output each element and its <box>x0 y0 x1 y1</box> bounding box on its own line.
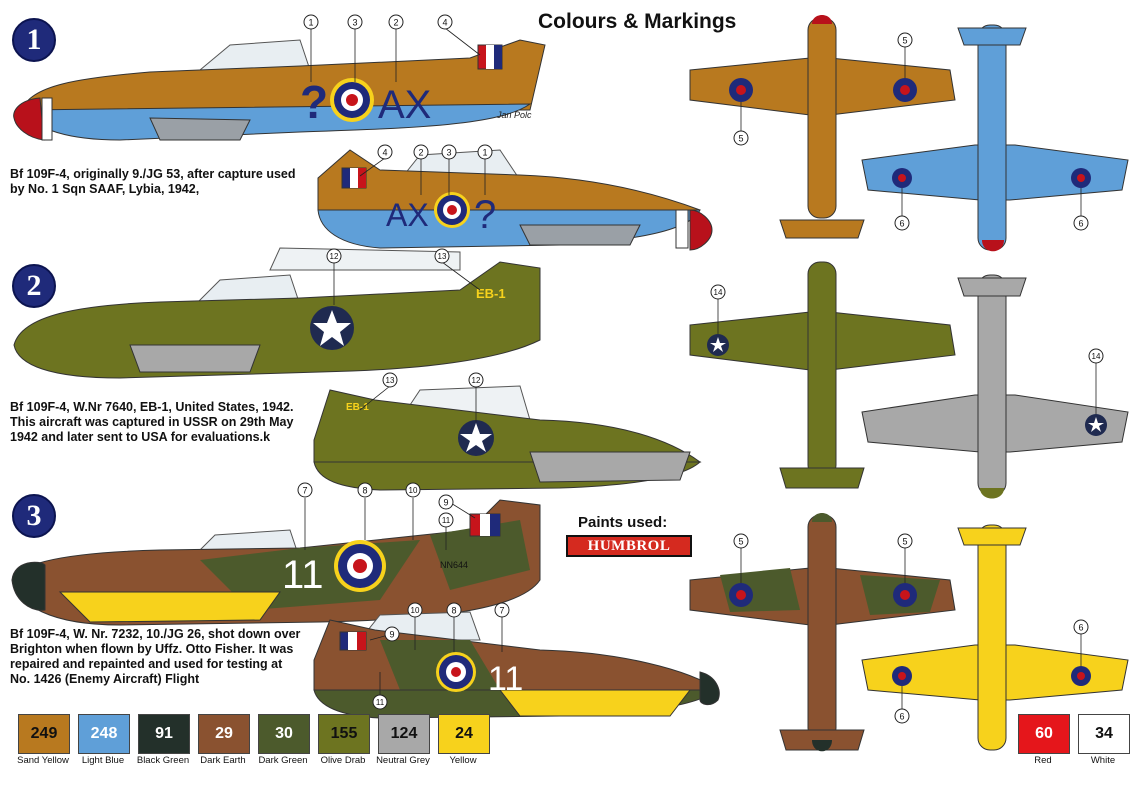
paint-swatch-name: Dark Earth <box>200 755 246 766</box>
scheme-2-desc-line: Bf 109F-4, W.Nr 7640, EB-1, United State… <box>10 400 294 414</box>
artist-signature: Jan Polc <box>496 110 532 120</box>
callout-8: 8 <box>362 486 367 496</box>
paint-swatch-name: Dark Green <box>258 755 308 766</box>
scheme-3-description: Bf 109F-4, W. Nr. 7232, 10./JG 26, shot … <box>10 627 300 687</box>
scheme-2-top-view <box>689 261 956 489</box>
scheme-3-badge: 3 <box>12 494 56 538</box>
callout-12: 12 <box>472 376 481 385</box>
callout-14: 14 <box>714 288 723 297</box>
paints-used-label: Paints used: <box>578 514 668 531</box>
scheme-2-bottom-view <box>861 274 1129 499</box>
scheme-3-right-code: 11 <box>488 660 523 698</box>
scheme-3-desc-line: No. 1426 (Enemy Aircraft) Flight <box>10 672 200 686</box>
paint-swatch: 155 <box>318 714 370 754</box>
callout-3: 3 <box>446 148 451 158</box>
callout-6: 6 <box>1078 623 1083 633</box>
scheme-1-right-code: AX <box>386 197 429 233</box>
callout-4: 4 <box>442 18 447 28</box>
paint-swatch: 248 <box>78 714 130 754</box>
paint-swatch: 91 <box>138 714 190 754</box>
scheme-3-code: 11 <box>282 553 324 597</box>
callout-4: 4 <box>382 148 387 158</box>
callout-9: 9 <box>389 630 394 640</box>
scheme-2-code: EB-1 <box>476 286 506 301</box>
paint-swatch: 24 <box>438 714 490 754</box>
scheme-2-left-profile: EB-1 <box>13 247 541 379</box>
paint-swatch-name: Olive Drab <box>320 755 366 766</box>
callout-14: 14 <box>1092 352 1101 361</box>
scheme-1-code: AX <box>378 83 431 127</box>
callout-5: 5 <box>902 537 907 547</box>
callout-labels: 1 3 2 4 4 2 3 1 12 13 13 12 7 8 10 9 11 … <box>297 14 1104 724</box>
callout-13: 13 <box>438 252 447 261</box>
callout-2: 2 <box>393 18 398 28</box>
scheme-2-right-profile: EB-1 <box>313 385 702 491</box>
scheme-1-top-view <box>689 15 956 239</box>
scheme-3-top-view <box>689 513 956 752</box>
paint-swatch-name: Red <box>1034 755 1052 766</box>
scheme-3-right-profile: 11 <box>313 611 720 719</box>
paint-swatch-name: Yellow <box>449 755 477 766</box>
scheme-3-serial: NN644 <box>440 560 468 570</box>
scheme-2-badge: 2 <box>12 264 56 308</box>
paint-swatch: 249 <box>18 714 70 754</box>
page-title: Colours & Markings <box>538 10 737 33</box>
paint-swatch: 124 <box>378 714 430 754</box>
scheme-1-left-profile: ? AX Jan Polc <box>13 39 546 141</box>
scheme-1-badge: 1 <box>12 18 56 62</box>
scheme-3-bottom-view <box>861 524 1129 751</box>
scheme-1-question-mark: ? <box>300 76 328 128</box>
callout-2: 2 <box>418 148 423 158</box>
callout-11: 11 <box>376 698 385 707</box>
humbrol-logo: HUMBROL <box>566 535 692 557</box>
callout-10: 10 <box>411 606 420 615</box>
scheme-1-desc-line: Bf 109F-4, originally 9./JG 53, after ca… <box>10 167 296 181</box>
callout-6: 6 <box>899 712 904 722</box>
scheme-1-description: Bf 109F-4, originally 9./JG 53, after ca… <box>10 167 296 197</box>
callout-5: 5 <box>902 36 907 46</box>
paint-swatch: 30 <box>258 714 310 754</box>
scheme-1-right-question-mark: ? <box>474 193 496 237</box>
callout-13: 13 <box>386 376 395 385</box>
callout-5: 5 <box>738 134 743 144</box>
callout-7: 7 <box>499 606 504 616</box>
scheme-3-desc-line: Bf 109F-4, W. Nr. 7232, 10./JG 26, shot … <box>10 627 301 641</box>
scheme-1-right-profile: AX ? <box>317 149 713 251</box>
callout-9: 9 <box>443 498 448 508</box>
callout-12: 12 <box>330 252 339 261</box>
callout-10: 10 <box>409 486 418 495</box>
callout-1: 1 <box>482 148 487 158</box>
scheme-3-left-profile: 11 NN644 <box>11 499 541 626</box>
paint-swatch-name: Neutral Grey <box>376 755 430 766</box>
paint-swatch-name: Light Blue <box>81 755 125 766</box>
scheme-2-desc-line: This aircraft was captured in USSR on 29… <box>10 415 294 429</box>
scheme-1-desc-line: by No. 1 Sqn SAAF, Lybia, 1942, <box>10 182 200 196</box>
paint-swatch: 60 <box>1018 714 1070 754</box>
callout-6: 6 <box>1078 219 1083 229</box>
scheme-1-bottom-view <box>861 24 1129 252</box>
scheme-2-description: Bf 109F-4, W.Nr 7640, EB-1, United State… <box>10 400 293 445</box>
paint-swatch-name: White <box>1090 755 1116 766</box>
scheme-2-desc-line: 1942 and later sent to USA for evaluatio… <box>10 430 271 444</box>
callout-1: 1 <box>308 18 313 28</box>
callout-8: 8 <box>451 606 456 616</box>
paint-swatch-name: Sand Yellow <box>17 755 69 766</box>
callout-3: 3 <box>352 18 357 28</box>
scheme-3-desc-line: Brighton when flown by Uffz. Otto Fisher… <box>10 642 294 656</box>
scheme-2-right-code: EB-1 <box>346 402 369 413</box>
callout-6: 6 <box>899 219 904 229</box>
callout-11: 11 <box>442 516 451 525</box>
paint-swatch: 34 <box>1078 714 1130 754</box>
paint-swatch: 29 <box>198 714 250 754</box>
scheme-3-desc-line: repaired and repainted and used for test… <box>10 657 283 671</box>
paint-swatch-name: Black Green <box>136 755 190 766</box>
callout-5: 5 <box>738 537 743 547</box>
callout-markers <box>304 27 1097 716</box>
callout-7: 7 <box>302 486 307 496</box>
